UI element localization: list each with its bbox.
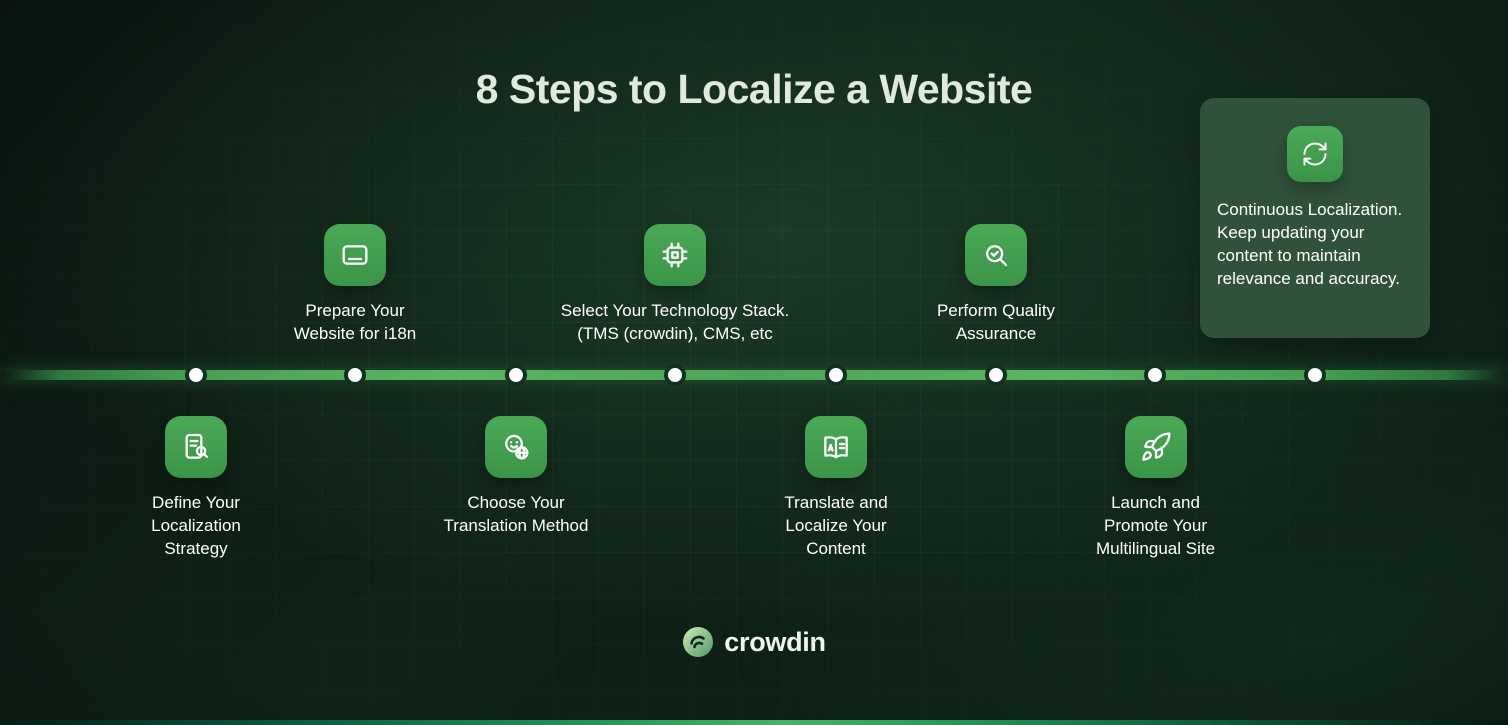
step-prepare-website-i18n: Prepare Your Website for i18n bbox=[280, 224, 430, 345]
step-select-technology-stack: Select Your Technology Stack. (TMS (crow… bbox=[542, 224, 808, 345]
step-label: Launch and Promote Your Multilingual Sit… bbox=[1095, 493, 1216, 558]
step-label: Define Your Localization Strategy bbox=[151, 493, 241, 558]
timeline-dot-3 bbox=[505, 364, 527, 386]
step-label: Prepare Your Website for i18n bbox=[293, 301, 417, 343]
refresh-icon bbox=[1287, 126, 1343, 182]
timeline-dot-6 bbox=[985, 364, 1007, 386]
step-label: Choose Your Translation Method bbox=[443, 493, 589, 535]
open-book-icon bbox=[805, 416, 867, 478]
rocket-icon bbox=[1124, 416, 1187, 478]
strategy-document-icon bbox=[165, 416, 227, 478]
cpu-chip-icon bbox=[644, 224, 706, 286]
website-window-icon bbox=[324, 224, 386, 286]
timeline-dot-1 bbox=[185, 364, 207, 386]
step-launch-promote-site: Launch and Promote Your Multilingual Sit… bbox=[1083, 416, 1228, 560]
timeline-dot-7 bbox=[1144, 364, 1166, 386]
step-label: Perform Quality Assurance bbox=[936, 301, 1056, 343]
timeline-line bbox=[0, 370, 1508, 380]
timeline-dot-5 bbox=[825, 364, 847, 386]
step-perform-quality-assurance: Perform Quality Assurance bbox=[911, 224, 1081, 345]
timeline-dot-4 bbox=[664, 364, 686, 386]
timeline-dot-8 bbox=[1304, 364, 1326, 386]
step-translate-localize-content: Translate and Localize Your Content bbox=[771, 416, 901, 560]
step-define-localization-strategy: Define Your Localization Strategy bbox=[131, 416, 261, 560]
timeline-dot-2 bbox=[344, 364, 366, 386]
magnifier-check-icon bbox=[965, 224, 1027, 286]
step-card-continuous-localization: Continuous Localization. Keep updating y… bbox=[1200, 98, 1430, 338]
brand-name: crowdin bbox=[724, 626, 826, 657]
step-label: Select Your Technology Stack. (TMS (crow… bbox=[560, 301, 790, 343]
step-label: Translate and Localize Your Content bbox=[784, 493, 888, 558]
crowdin-logo-icon bbox=[682, 626, 714, 658]
brand-logo: crowdin bbox=[0, 626, 1508, 658]
step-choose-translation-method: Choose Your Translation Method bbox=[426, 416, 606, 537]
globe-smiley-icon bbox=[485, 416, 547, 478]
step-label: Continuous Localization. Keep updating y… bbox=[1217, 200, 1403, 288]
bottom-accent-bar bbox=[0, 720, 1508, 725]
page-title: 8 Steps to Localize a Website bbox=[475, 66, 1033, 112]
